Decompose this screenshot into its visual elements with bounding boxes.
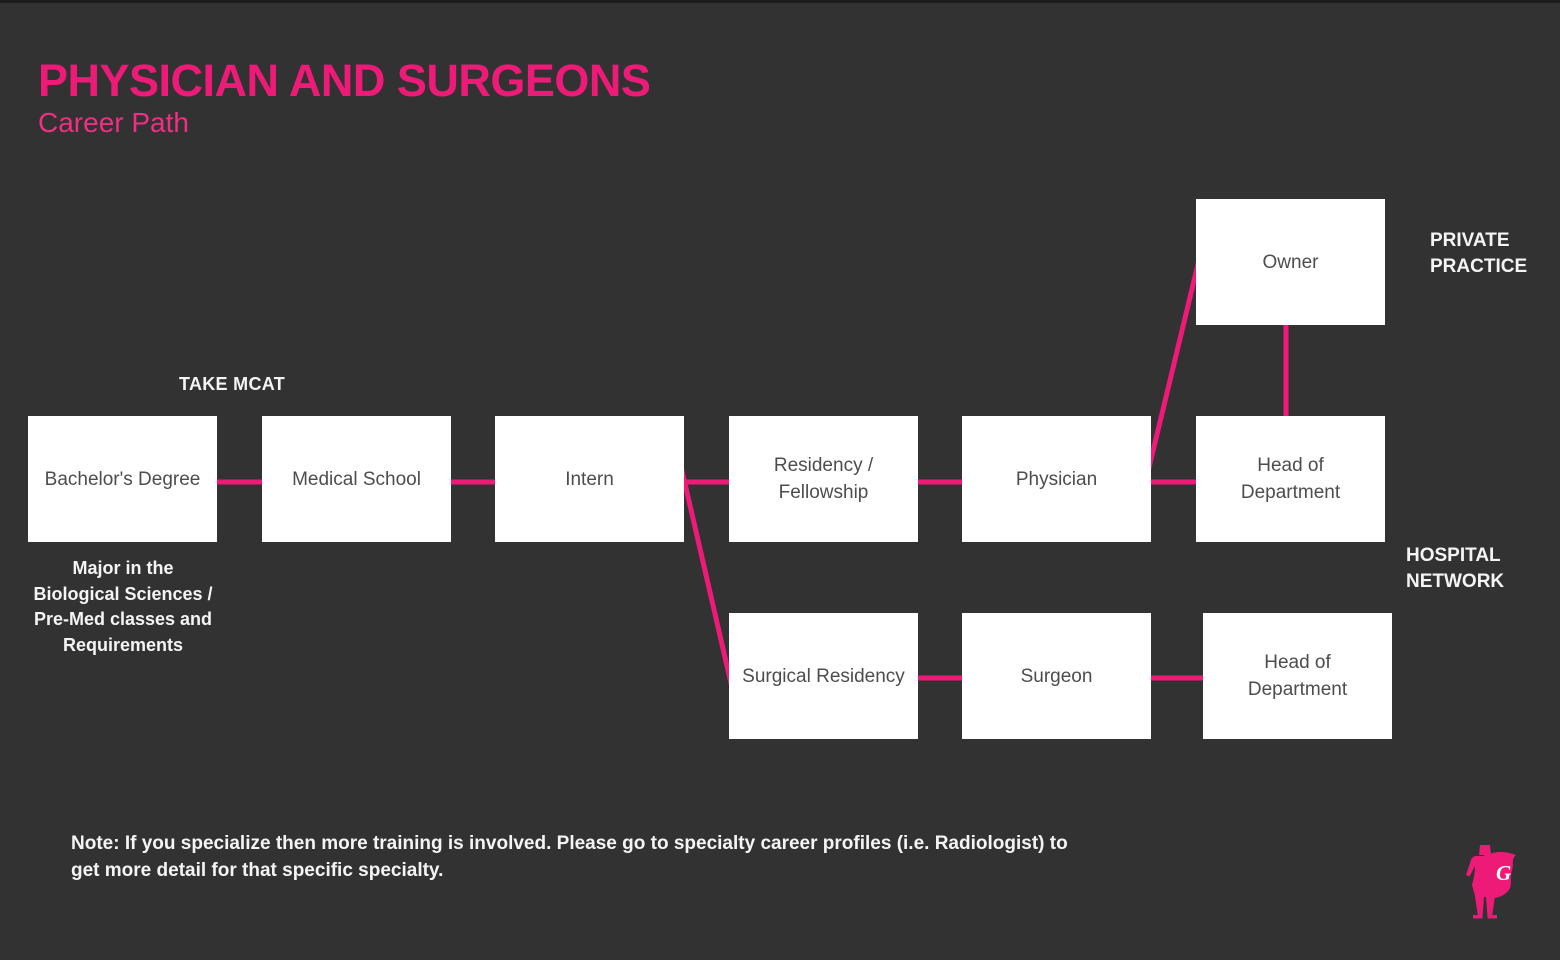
label-bachelors-note: Major in the Biological Sciences / Pre-M… xyxy=(33,558,213,655)
node-label: Physician xyxy=(1015,468,1098,490)
note-text: Note: If you specialize then more traini… xyxy=(71,833,1068,881)
node-label: Owner xyxy=(1262,251,1319,273)
page-subtitle: Career Path xyxy=(38,107,189,138)
superhero-logo-icon: G xyxy=(1466,845,1516,919)
node-intern: Intern xyxy=(495,416,684,542)
node-label: Department xyxy=(1240,482,1341,503)
node-surgical-residency: Surgical Residency xyxy=(729,613,918,739)
node-surgeon: Surgeon xyxy=(962,613,1151,739)
page-title: PHYSICIAN AND SURGEONS xyxy=(38,55,651,106)
node-label: Medical School xyxy=(292,468,421,490)
node-label: Department xyxy=(1247,679,1348,700)
logo-letter: G xyxy=(1496,861,1511,885)
node-bachelors-degree: Bachelor's Degree xyxy=(28,416,217,542)
node-head-of-department-surgical: Head of Department xyxy=(1203,613,1392,739)
node-label: Head of xyxy=(1257,455,1324,476)
node-owner: Owner xyxy=(1196,199,1385,325)
node-label: Fellowship xyxy=(778,482,869,503)
node-label: Surgeon xyxy=(1020,665,1093,687)
node-label: Head of xyxy=(1264,652,1331,673)
node-residency-fellowship: Residency / Fellowship xyxy=(729,416,918,542)
node-head-of-department-hospital: Head of Department xyxy=(1196,416,1385,542)
node-physician: Physician xyxy=(962,416,1151,542)
label-private-practice: PRIVATE PRACTICE xyxy=(1430,230,1528,277)
node-label: Surgical Residency xyxy=(742,665,905,687)
top-strip xyxy=(0,0,1560,3)
label-take-mcat: TAKE MCAT xyxy=(178,374,285,394)
node-label: Bachelor's Degree xyxy=(44,468,201,490)
label-hospital-network: HOSPITAL NETWORK xyxy=(1406,545,1505,592)
connector-intern-surgicalres xyxy=(677,461,736,693)
node-label: Intern xyxy=(565,468,614,490)
node-medical-school: Medical School xyxy=(262,416,451,542)
node-label: Residency / xyxy=(773,455,874,476)
